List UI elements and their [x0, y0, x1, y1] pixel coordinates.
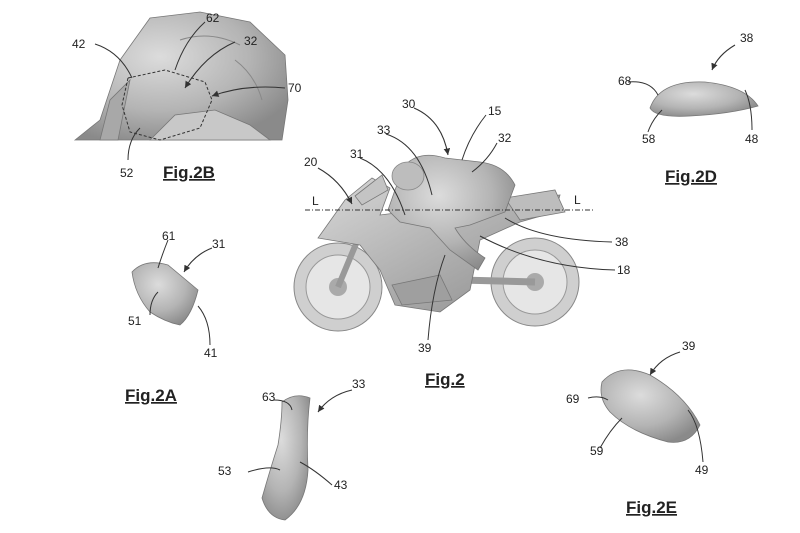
ref-s53: 53 [218, 464, 232, 478]
ref-e49: 49 [695, 463, 709, 477]
fig2a-shape [131, 262, 199, 326]
fig2b-drawing [73, 11, 289, 141]
ref-31: 31 [350, 147, 364, 161]
ref-b52: 52 [120, 166, 134, 180]
ref-b42: 42 [72, 37, 86, 51]
fig2-label: Fig.2 [425, 370, 465, 389]
ref-39: 39 [418, 341, 432, 355]
fig2a-label: Fig.2A [125, 386, 177, 405]
ref-33: 33 [377, 123, 391, 137]
ref-d68: 68 [618, 74, 632, 88]
ref-30: 30 [402, 97, 416, 111]
ref-32: 32 [498, 131, 512, 145]
ref-d38: 38 [740, 31, 754, 45]
fig2-motorcycle [293, 154, 580, 332]
fig2e-label: Fig.2E [626, 498, 677, 517]
axis-l-right: L [574, 193, 581, 207]
ref-18: 18 [617, 263, 631, 277]
fig2c-shape [261, 395, 311, 521]
ref-s43: 43 [334, 478, 348, 492]
ref-s63: 63 [262, 390, 276, 404]
axis-l-left: L [312, 194, 319, 208]
fig2d-label: Fig.2D [665, 167, 717, 186]
fig2e-shape [600, 369, 701, 443]
ref-20: 20 [304, 155, 318, 169]
ref-s33: 33 [352, 377, 366, 391]
ref-38: 38 [615, 235, 629, 249]
ref-d48: 48 [745, 132, 759, 146]
ref-15: 15 [488, 104, 502, 118]
ref-e69: 69 [566, 392, 580, 406]
ref-a41: 41 [204, 346, 218, 360]
fig2b-label: Fig.2B [163, 163, 215, 182]
ref-b70: 70 [288, 81, 302, 95]
ref-a61: 61 [162, 229, 176, 243]
ref-a51: 51 [128, 314, 142, 328]
ref-d58: 58 [642, 132, 656, 146]
ref-a31: 31 [212, 237, 226, 251]
ref-b32: 32 [244, 34, 258, 48]
ref-b62: 62 [206, 11, 220, 25]
ref-e39: 39 [682, 339, 696, 353]
ref-e59: 59 [590, 444, 604, 458]
fig2d-shape [649, 81, 759, 117]
